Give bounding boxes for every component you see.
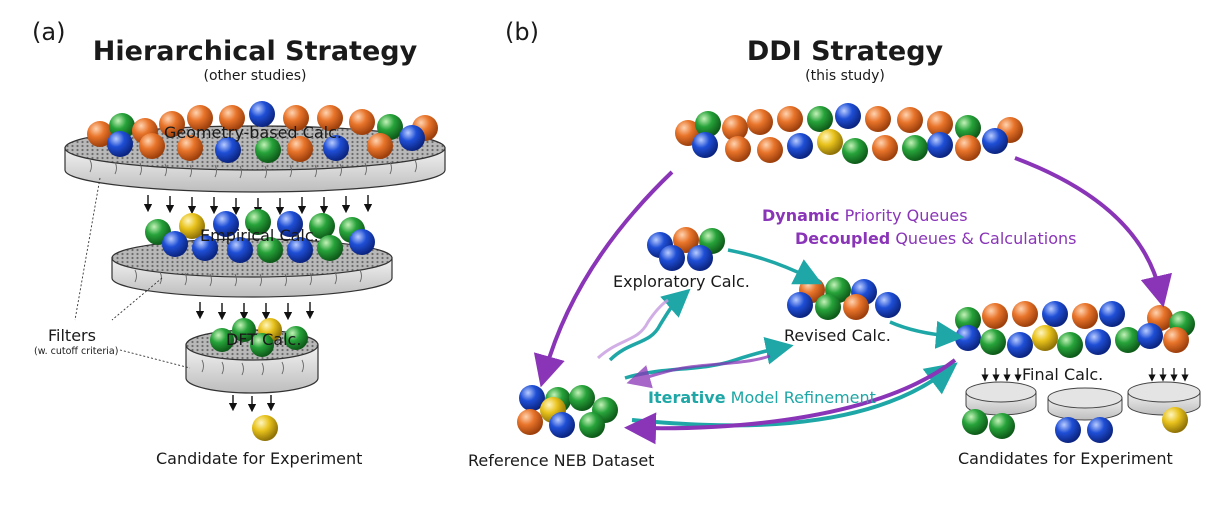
- panel-b-subtitle: (this study): [805, 68, 885, 84]
- revised-molecules: [787, 277, 901, 320]
- decoupled-queues-label: Decoupled Queues & Calculations: [795, 229, 1076, 248]
- purple-arrow-right-down: [1014, 156, 1172, 308]
- top-pool-molecules: [675, 103, 1023, 164]
- candidate-filter-disc-3: [1127, 381, 1201, 433]
- tier1-arrows: [143, 195, 373, 216]
- teal-arrow-dataset-to-final: [631, 362, 958, 428]
- final-pool-molecules: [955, 301, 1195, 358]
- filters-note: (w. cutoff criteria): [34, 346, 119, 357]
- teal-arrow-revised-to-final: [889, 320, 964, 349]
- panel-a-title: Hierarchical Strategy: [92, 36, 418, 67]
- decoupled-rest: Queues & Calculations: [890, 229, 1077, 248]
- iterative-word: Iterative: [648, 388, 726, 407]
- dynamic-rest: Priority Queues: [839, 206, 968, 225]
- tier3-molecules: [210, 318, 308, 357]
- tier2-arrows: [195, 302, 315, 321]
- panel-a-letter: (a): [32, 18, 66, 46]
- teal-arrow-dataset-to-exploratory: [608, 288, 691, 362]
- filters-leader-lines: [74, 177, 191, 369]
- tier3-label: DFT Calc.: [226, 330, 302, 349]
- reference-dataset-molecules: [517, 385, 618, 438]
- exploratory-label: Exploratory Calc.: [613, 272, 750, 291]
- purple-arrow-final-to-dataset: [624, 358, 957, 445]
- tier1-label: Geometry-based Calc.: [164, 123, 342, 142]
- iterative-refinement-label: Iterative Model Refinement: [648, 388, 876, 407]
- filters-label: Filters: [48, 326, 96, 345]
- candidates-label: Candidates for Experiment: [958, 449, 1173, 468]
- dynamic-word: Dynamic: [762, 206, 840, 225]
- candidate-input-arrows: [981, 368, 1189, 382]
- purple-arrow-left-down: [533, 170, 674, 388]
- decoupled-word: Decoupled: [795, 229, 891, 248]
- candidate-filter-disc-1: [962, 381, 1037, 439]
- tier3-arrows: [228, 395, 276, 413]
- lilac-arrow-dataset-to-exploratory: [596, 298, 669, 360]
- candidate-molecule: [252, 415, 278, 441]
- tier2-label: Empirical Calc.: [200, 226, 319, 245]
- teal-arrow-exploratory-to-revised: [727, 248, 823, 285]
- teal-arrow-dataset-to-revised: [624, 337, 794, 380]
- final-label: Final Calc.: [1022, 365, 1104, 384]
- candidate-filter-disc-2: [1047, 387, 1123, 443]
- dynamic-priority-queues-label: Dynamic Priority Queues: [762, 206, 968, 225]
- panel-a-subtitle: (other studies): [203, 68, 307, 84]
- iterative-rest: Model Refinement: [725, 388, 876, 407]
- purple-arrow-revised-to-dataset: [626, 354, 771, 389]
- tier1-molecules: [87, 101, 438, 163]
- reference-dataset-label: Reference NEB Dataset: [468, 451, 655, 470]
- exploratory-molecules: [647, 227, 725, 271]
- revised-label: Revised Calc.: [784, 326, 891, 345]
- panel-b-letter: (b): [505, 18, 539, 46]
- candidate-label: Candidate for Experiment: [156, 449, 363, 468]
- tier2-molecules: [145, 209, 375, 263]
- panel-b-title: DDI Strategy: [746, 36, 944, 67]
